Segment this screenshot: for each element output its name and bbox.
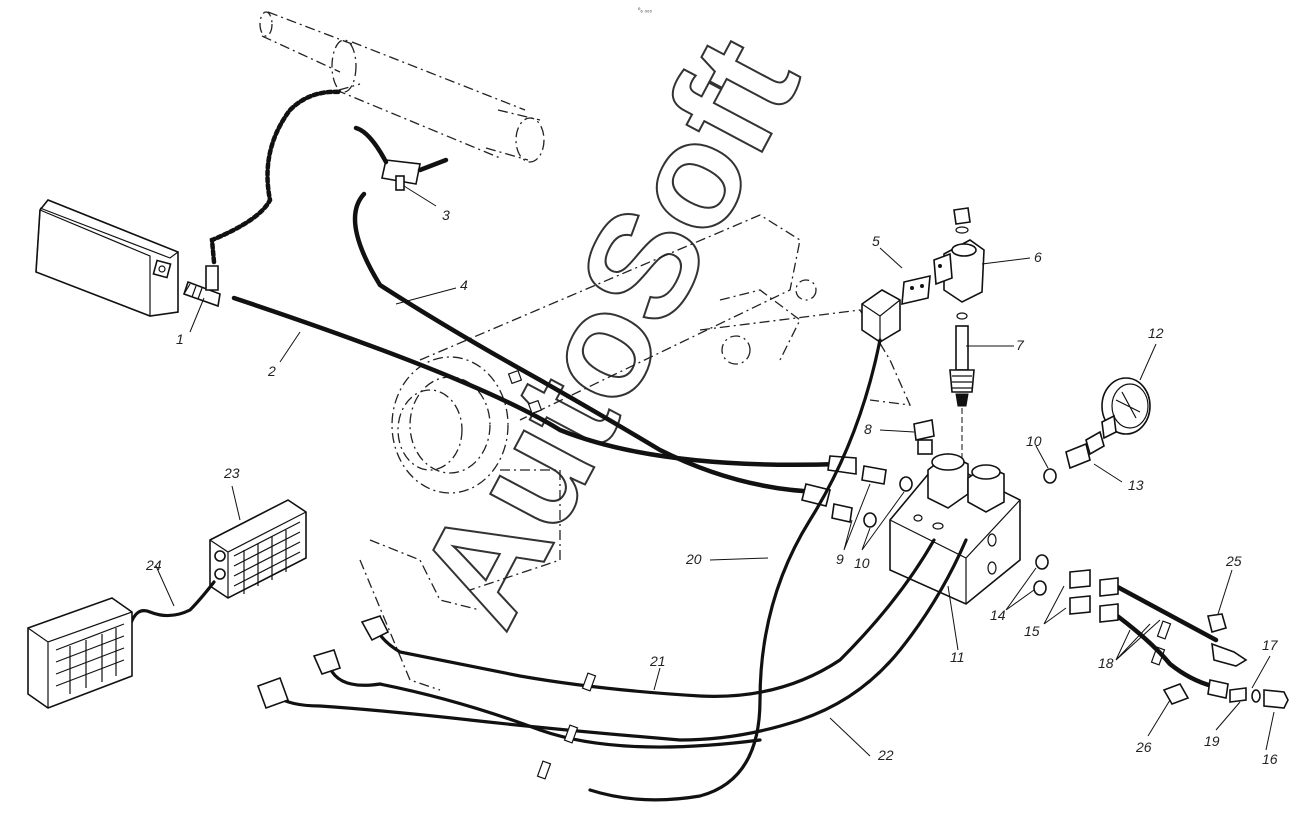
fittings-16-19-25-26 <box>1162 613 1289 709</box>
callout-26: 26 <box>1135 739 1152 755</box>
callout-23: 23 <box>223 465 240 481</box>
hose-4 <box>352 191 825 495</box>
cable-21 <box>372 538 936 698</box>
callout-21: 21 <box>649 653 666 669</box>
fitting-1 <box>182 265 221 308</box>
callout-14: 14 <box>990 607 1006 623</box>
hose-18-fittings <box>1099 577 1248 699</box>
relief-valve-8 <box>913 419 935 455</box>
gauge-fitting-13 <box>1043 430 1105 484</box>
cable-24 <box>128 580 216 628</box>
hose-18-lower <box>1109 609 1215 689</box>
callout-19: 19 <box>1204 733 1220 749</box>
callout-20: 20 <box>685 551 702 567</box>
control-box-24 <box>27 597 133 709</box>
callout-11: 11 <box>950 649 965 665</box>
callout-1: 1 <box>176 331 184 347</box>
cable-22 <box>274 538 968 742</box>
tank-assembly <box>35 199 179 317</box>
cable-22b <box>328 666 762 749</box>
cap-6top <box>953 207 971 234</box>
hose-18-upper <box>1109 581 1219 643</box>
fitting-3 <box>353 125 449 191</box>
callout-22: 22 <box>877 747 894 763</box>
callout-9: 9 <box>836 551 844 567</box>
callout-10-upper: 10 <box>1026 433 1042 449</box>
callout-17: 17 <box>1262 637 1279 653</box>
callout-15: 15 <box>1024 623 1040 639</box>
header-code: ⁰₆ ₀₀₀ <box>638 7 652 14</box>
callout-10-lower: 10 <box>854 555 870 571</box>
fittings-14-15 <box>1033 554 1091 615</box>
callout-16: 16 <box>1262 751 1278 767</box>
control-box-23 <box>209 499 307 599</box>
valve-cartridge-7 <box>949 312 975 407</box>
braided-hose <box>209 89 343 265</box>
connector-plugs <box>256 615 390 710</box>
callout-3: 3 <box>442 207 450 223</box>
callout-8: 8 <box>864 421 872 437</box>
callout-4: 4 <box>460 277 468 293</box>
pressure-switch-5 <box>861 274 931 343</box>
callout-25: 25 <box>1225 553 1242 569</box>
ghost-hydraulic-cylinder <box>259 11 545 163</box>
solenoid-coil-6 <box>933 239 985 303</box>
callout-13: 13 <box>1128 477 1144 493</box>
leader-lines <box>155 185 1275 757</box>
callout-7: 7 <box>1016 337 1025 353</box>
callout-labels: 1 2 3 4 5 6 7 8 9 10 10 11 12 13 14 15 1… <box>145 207 1279 767</box>
pressure-gauge-12 <box>1101 377 1151 440</box>
ghost-pump-motor <box>359 214 912 691</box>
callout-2: 2 <box>267 363 276 379</box>
callout-18: 18 <box>1098 655 1114 671</box>
callout-6: 6 <box>1034 249 1042 265</box>
cable-20 <box>588 338 882 802</box>
callout-5: 5 <box>872 233 880 249</box>
callout-12: 12 <box>1148 325 1164 341</box>
valve-block-11 <box>889 453 1021 605</box>
callout-24: 24 <box>145 557 162 573</box>
hose-2 <box>231 295 843 468</box>
